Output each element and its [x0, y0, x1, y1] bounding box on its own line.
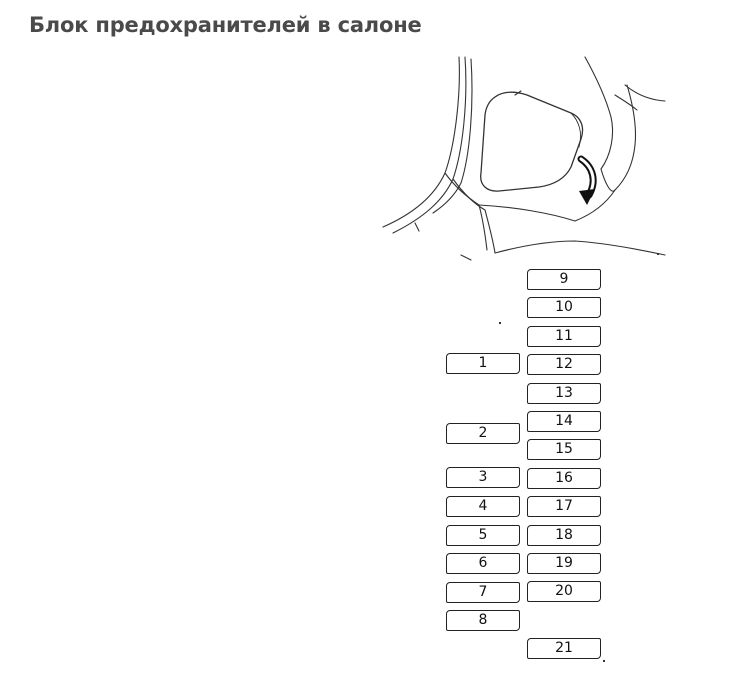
- fuse-13: 13: [527, 383, 601, 404]
- fuse-20: 20: [527, 581, 601, 602]
- fuse-18: 18: [527, 525, 601, 546]
- fuse-19: 19: [527, 553, 601, 574]
- scan-dot: [499, 322, 501, 324]
- fuse-15: 15: [527, 439, 601, 460]
- fuse-3: 3: [446, 467, 520, 488]
- fuse-4: 4: [446, 496, 520, 517]
- fuse-17: 17: [527, 496, 601, 517]
- rotate-arrow-icon: [577, 155, 597, 205]
- fuse-11: 11: [527, 326, 601, 347]
- fuse-12: 12: [527, 354, 601, 375]
- fuse-10: 10: [527, 297, 601, 318]
- fuse-16: 16: [527, 468, 601, 489]
- fuse-7: 7: [446, 582, 520, 603]
- fuse-9: 9: [527, 269, 601, 290]
- page-title: Блок предохранителей в салоне: [29, 13, 422, 37]
- fuse-5: 5: [446, 525, 520, 546]
- fuse-21: 21: [527, 638, 601, 659]
- fuse-2: 2: [446, 423, 520, 444]
- fuse-8: 8: [446, 610, 520, 631]
- scan-dot: [603, 660, 605, 662]
- fuse-6: 6: [446, 553, 520, 574]
- fuse-14: 14: [527, 411, 601, 432]
- fuse-1: 1: [446, 353, 520, 374]
- fuse-box-cover-illustration: [382, 56, 666, 261]
